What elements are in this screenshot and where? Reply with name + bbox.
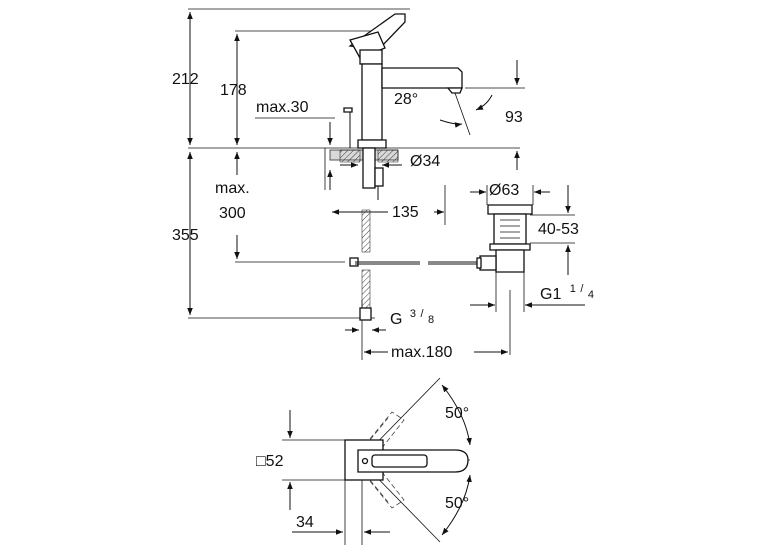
dim-135-label: 135 [392,204,419,221]
dim-93: 93 [505,60,523,170]
dim-g1-num: 1 [570,283,576,295]
dim-40-53-label: 40-53 [538,221,579,238]
dim-50-bottom-label: 50° [445,495,469,512]
dim-355: 355 [172,152,199,315]
dim-max300: max. 300 [215,152,250,259]
dim-50deg-top: 50° [441,384,472,446]
dim-d63: Ø63 [470,182,550,205]
dim-34-label: 34 [296,514,314,531]
svg-text:G1 1 /: G1 1 / 4 [540,279,594,303]
dim-max30: max.30 [255,99,335,190]
dim-g38-main: G [390,311,402,328]
faucet-top [344,439,469,481]
dim-g1-den: 4 [588,289,594,301]
dim-40-53: 40-53 [538,185,579,275]
dim-50deg-bottom: 50° [441,474,472,536]
side-view: 212 178 max.30 [172,8,594,362]
dim-max-label: max. [215,180,250,197]
extension-lines [188,8,575,360]
dim-355-label: 355 [172,227,199,244]
dim-28deg-label: 28° [394,91,418,108]
dim-34: 34 [292,480,390,545]
dim-178-label: 178 [220,82,247,99]
dim-max180: max.180 [364,340,508,362]
top-view: 50° 50° □52 34 [256,377,472,545]
dim-g38: G 3 / 8 [345,304,434,333]
dim-212: 212 [172,12,199,145]
faucet-side [329,13,480,321]
dim-28deg: 28° [394,91,493,136]
dim-g1-quarter: G1 1 / 4 [470,272,594,312]
waste-assembly [476,204,533,273]
dim-212-label: 212 [172,71,199,88]
svg-text:G 3 /: G 3 / 8 [390,304,434,328]
dim-sq52: □52 [256,410,345,510]
dim-135: 135 [332,200,444,222]
dim-g38-num: 3 [410,308,416,320]
dim-d34-label: Ø34 [410,153,440,170]
dim-g38-den: 8 [428,314,434,326]
dim-g1-main: G1 [540,286,561,303]
dim-d34: Ø34 [340,153,440,170]
dim-max30-label: max.30 [256,99,309,116]
dim-sq52-label: □52 [256,453,284,470]
dim-300-label: 300 [219,205,246,222]
dim-93-label: 93 [505,109,523,126]
dim-178: 178 [220,34,247,145]
dim-d63-label: Ø63 [489,182,519,199]
dim-50-top-label: 50° [445,405,469,422]
dim-max180-label: max.180 [391,344,452,361]
